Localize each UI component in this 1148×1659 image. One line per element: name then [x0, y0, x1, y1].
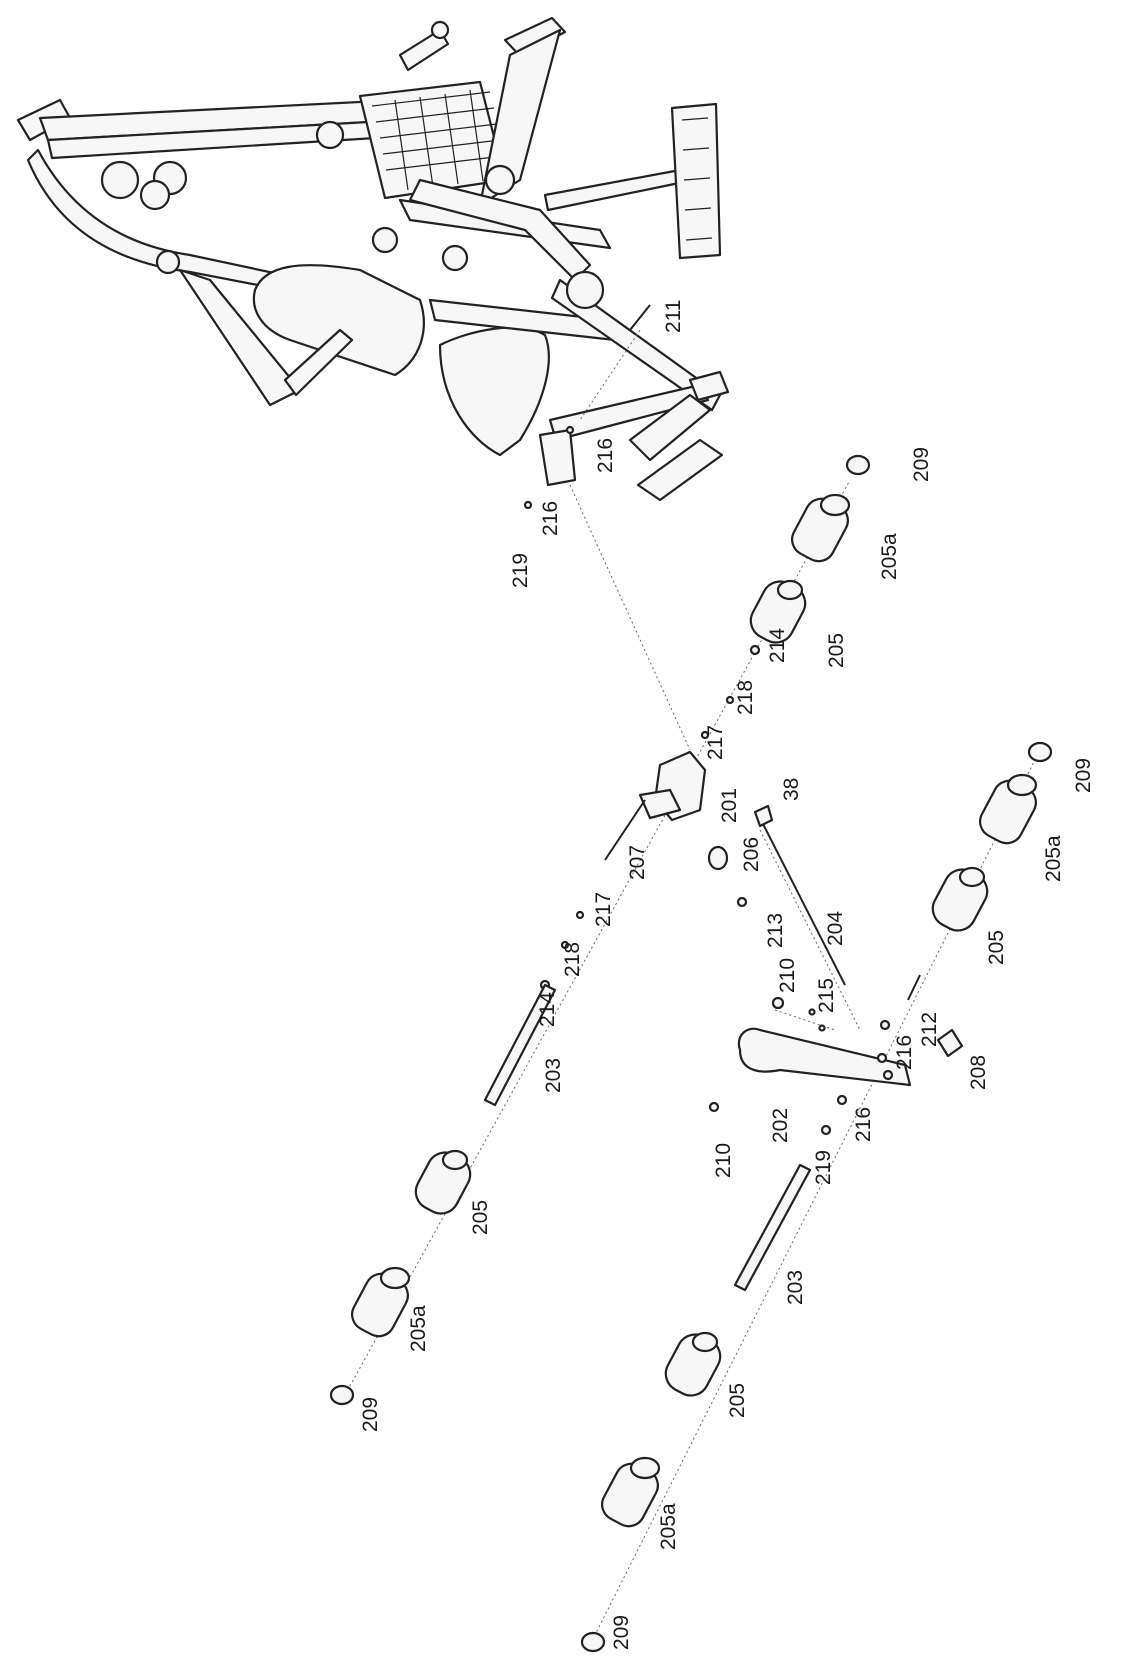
part-label: 201 — [718, 788, 741, 823]
part-label: 205a — [657, 1503, 680, 1550]
part-label: 209 — [910, 447, 933, 482]
part-label: 208 — [967, 1055, 990, 1090]
part-label: 216 — [893, 1035, 916, 1070]
part-label: 207 — [626, 845, 649, 880]
part-label: 213 — [764, 913, 787, 948]
machine-frame — [16, 16, 730, 502]
ribbed-roller-lower-right — [979, 773, 1038, 845]
part-label: 218 — [734, 680, 757, 715]
part-label: 205 — [726, 1383, 749, 1418]
part-label: 209 — [610, 1615, 633, 1650]
part-label: 209 — [359, 1397, 382, 1432]
part-label: 205a — [1042, 835, 1065, 882]
part-label: 205 — [469, 1200, 492, 1235]
foam-roller-lower-right — [931, 866, 989, 932]
part-label: 216 — [852, 1107, 875, 1142]
foam-roller-upper-right — [749, 579, 807, 644]
part-label: 214 — [536, 992, 559, 1027]
part-label: 217 — [704, 725, 727, 760]
part-label: 217 — [592, 892, 615, 927]
part-label: 205 — [985, 930, 1008, 965]
part-label: 205a — [878, 533, 901, 580]
part-label: 215 — [815, 978, 838, 1013]
part-label: 205a — [407, 1305, 430, 1352]
part-label: 204 — [824, 911, 847, 946]
part-labels: 211 216 216 219 209 205a 205 214 218 217… — [359, 300, 1095, 1650]
part-label: 210 — [776, 958, 799, 993]
part-label: 209 — [1072, 758, 1095, 793]
part-label: 211 — [662, 300, 685, 333]
leg-extension-assembly — [329, 304, 1053, 1653]
part-label: 203 — [542, 1058, 565, 1093]
part-label: 206 — [740, 837, 763, 872]
foam-roller-upper-left — [414, 1149, 472, 1215]
part-label: 205 — [825, 633, 848, 668]
part-label: 203 — [784, 1270, 807, 1305]
part-label: 214 — [766, 628, 789, 663]
foam-roller-lower-left — [664, 1331, 722, 1397]
part-label: 216 — [539, 501, 562, 536]
ribbed-roller-lower-left — [601, 1456, 661, 1528]
part-label: 218 — [561, 942, 584, 977]
ribbed-roller-upper-left — [351, 1266, 411, 1338]
ribbed-roller-upper-right — [791, 493, 851, 563]
part-label: 38 — [780, 778, 803, 801]
part-label: 219 — [509, 553, 532, 588]
part-label: 212 — [918, 1012, 941, 1047]
part-label: 219 — [812, 1150, 835, 1185]
part-label: 216 — [594, 438, 617, 473]
part-label: 202 — [769, 1108, 792, 1143]
part-label: 210 — [712, 1143, 735, 1178]
